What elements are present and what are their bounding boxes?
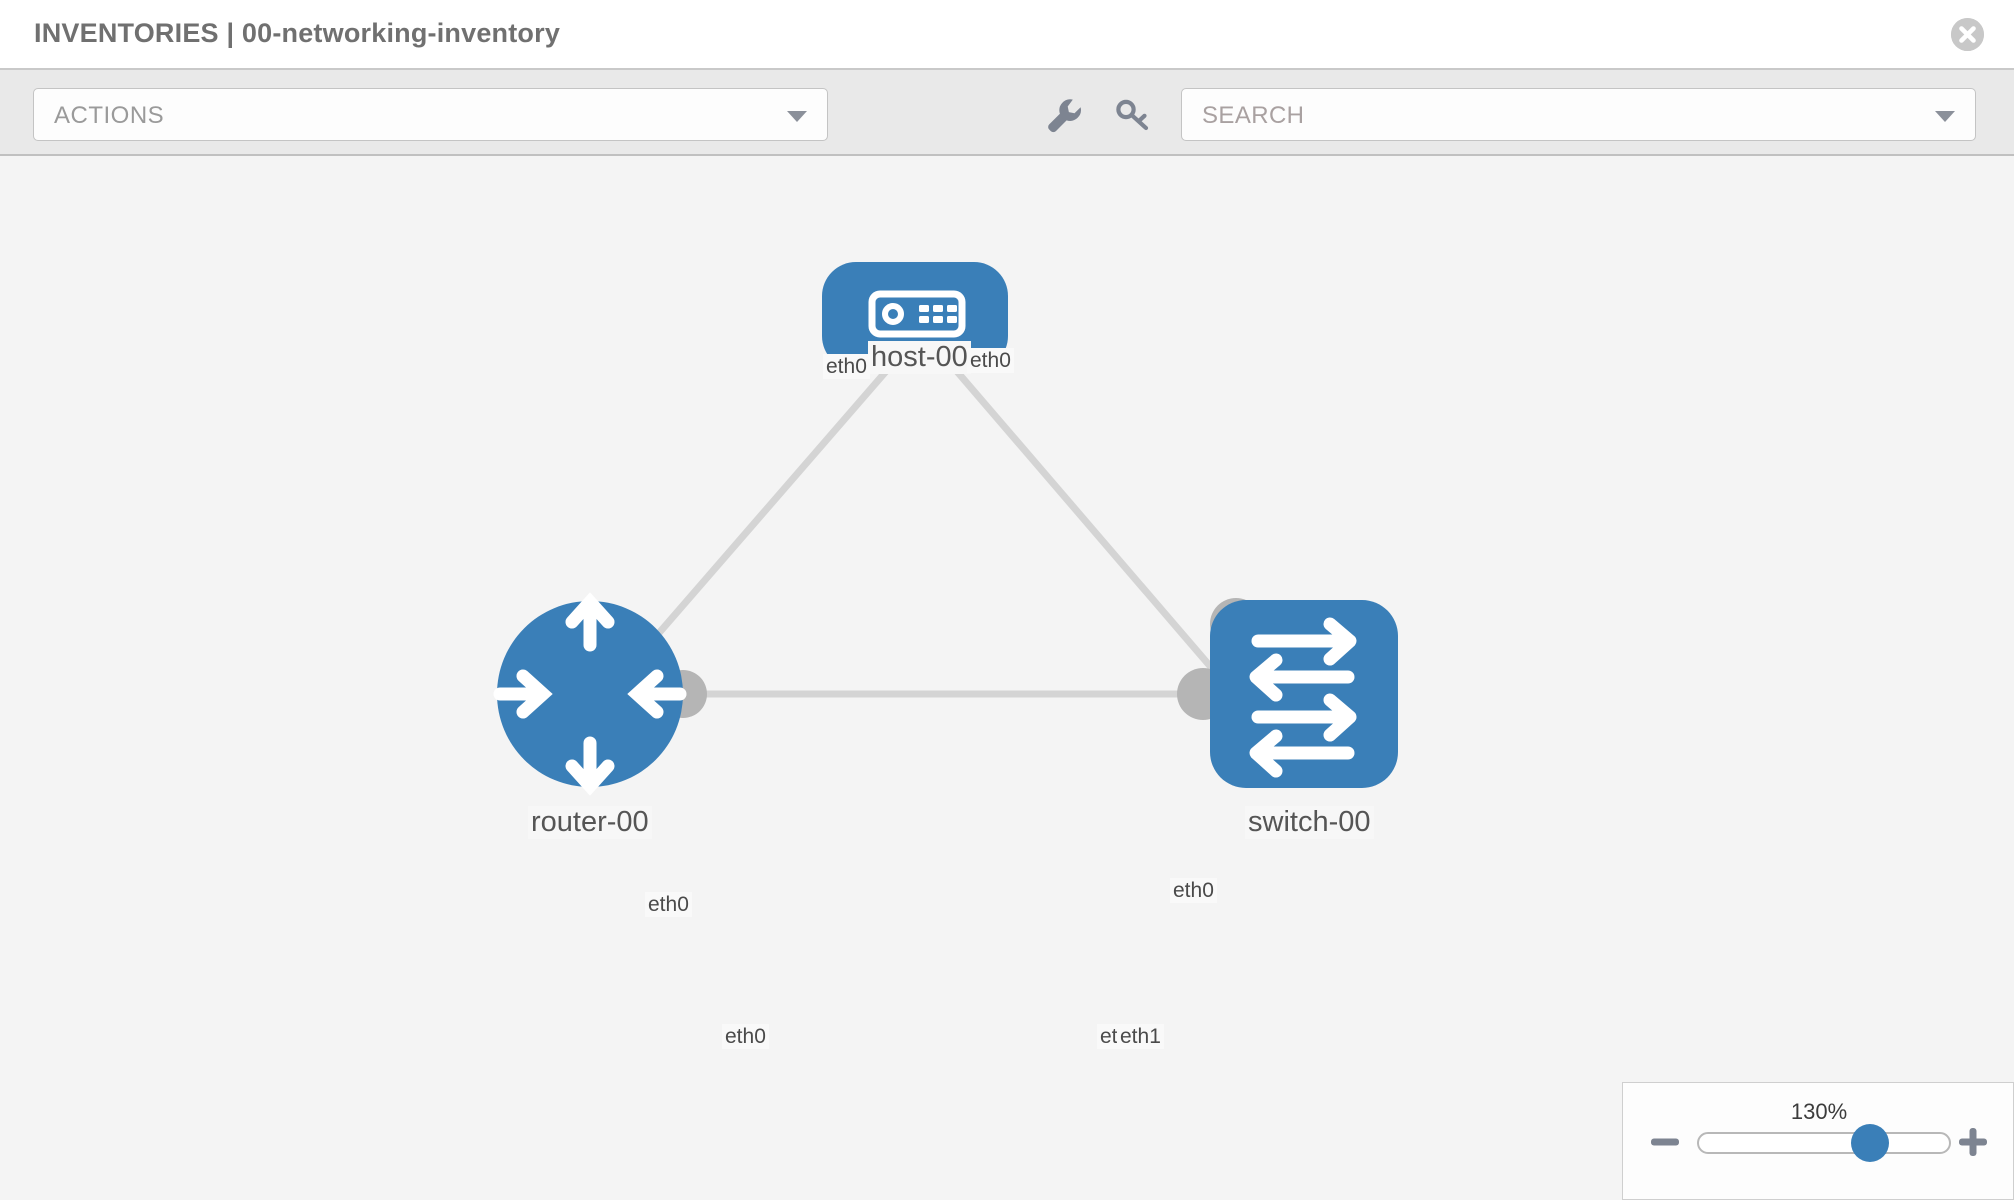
close-button[interactable]: [1951, 18, 1984, 51]
iface-label-switch-left: eth1: [1117, 1024, 1164, 1049]
page-header: INVENTORIES | 00-networking-inventory: [0, 0, 2014, 68]
server-icon: [868, 290, 966, 338]
wrench-icon: [1048, 99, 1081, 133]
key-button[interactable]: [1112, 94, 1154, 136]
connectors-layer: [659, 324, 1262, 720]
zoom-slider-track[interactable]: [1697, 1132, 1951, 1154]
wrench-button[interactable]: [1043, 94, 1085, 136]
search-placeholder-label: SEARCH: [1202, 102, 1305, 129]
close-icon: [1951, 18, 1984, 51]
zoom-out-button[interactable]: [1648, 1125, 1682, 1159]
search-input[interactable]: SEARCH: [1181, 88, 1976, 141]
minus-icon: [1651, 1138, 1679, 1146]
iface-label-host-left: eth0: [823, 354, 870, 379]
node-label-host: host-00: [868, 341, 971, 374]
iface-label-host-right: eth0: [967, 348, 1014, 373]
link-host-switch: [945, 358, 1243, 704]
chevron-down-icon: [1935, 111, 1955, 122]
toolbar: ACTIONS SEARCH: [0, 68, 2014, 156]
node-switch-00[interactable]: [1210, 600, 1398, 788]
plus-icon: [1959, 1128, 1987, 1156]
page-title: INVENTORIES | 00-networking-inventory: [34, 18, 561, 48]
router-arrows-icon: [493, 592, 687, 796]
iface-label-switch-up: eth0: [1170, 878, 1217, 903]
iface-label-router-up: eth0: [645, 892, 692, 917]
actions-dropdown[interactable]: ACTIONS: [33, 88, 828, 141]
zoom-level-label: 130%: [1790, 1099, 1848, 1124]
topology-graph: [493, 262, 1398, 796]
zoom-slider-thumb[interactable]: [1851, 1124, 1889, 1162]
links-layer: [597, 358, 1243, 704]
actions-dropdown-label: ACTIONS: [54, 102, 165, 129]
switch-arrows-icon: [1249, 617, 1357, 778]
key-icon: [1116, 99, 1149, 131]
iface-label-router-right: eth0: [722, 1024, 769, 1049]
zoom-control-panel: 130%: [1622, 1082, 2014, 1200]
topology-canvas[interactable]: host-00 router-00 switch-00 eth0 eth0 et…: [0, 156, 2014, 1200]
node-router-00[interactable]: [493, 592, 687, 796]
node-label-router: router-00: [528, 806, 652, 839]
zoom-in-button[interactable]: [1956, 1125, 1990, 1159]
node-label-switch: switch-00: [1245, 806, 1374, 839]
chevron-down-icon: [787, 111, 807, 122]
